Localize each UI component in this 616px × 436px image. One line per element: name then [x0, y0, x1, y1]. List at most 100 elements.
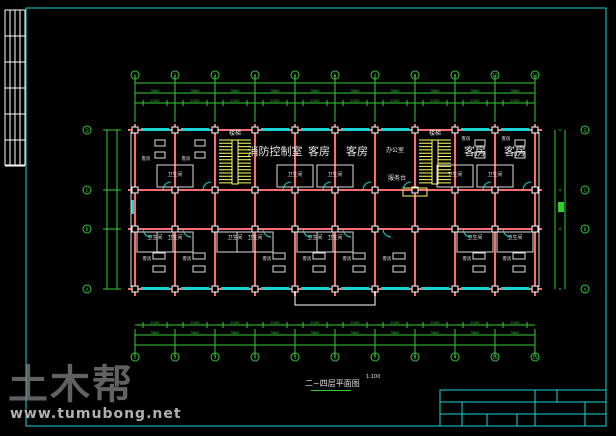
column — [491, 285, 499, 293]
dimension-text: 2100 — [151, 321, 160, 325]
bathroom-label: 卫生间 — [147, 234, 162, 241]
bed — [352, 252, 366, 260]
corridor-marker — [558, 202, 564, 212]
door-swing — [402, 181, 412, 191]
dimension-text: 2100 — [191, 99, 200, 103]
bed — [194, 151, 206, 159]
column — [211, 285, 219, 293]
dimension-text: 2100 — [231, 321, 240, 325]
bed — [472, 252, 486, 260]
dimension-text: 3600 — [351, 331, 360, 335]
column — [371, 126, 379, 134]
column — [371, 225, 379, 233]
axis-bubble — [82, 185, 92, 195]
bathroom-label: 卫生间 — [327, 234, 342, 241]
bathroom-label: 卫生间 — [167, 171, 182, 178]
window-bottom — [461, 287, 489, 290]
window-bottom — [381, 287, 409, 290]
axis-bubble — [130, 352, 140, 362]
guest-room-label-lower: 客房 — [343, 255, 352, 262]
title-block — [439, 389, 607, 427]
axis-bubble — [82, 224, 92, 234]
axis-bubble — [580, 284, 590, 294]
window-top — [501, 128, 529, 131]
column — [211, 225, 219, 233]
window-bottom — [221, 287, 249, 290]
dimension-text: 2100 — [391, 99, 400, 103]
dimension-text: 2100 — [391, 321, 400, 325]
guest-room-label-lower: 客房 — [503, 255, 512, 262]
column — [171, 285, 179, 293]
bed — [154, 139, 166, 147]
window-top — [181, 128, 209, 131]
dimension-text: 2100 — [271, 99, 280, 103]
room-label-upper: 客房 — [308, 144, 330, 158]
guest-room-label-lower: 客房 — [303, 255, 312, 262]
guest-room-label-lower: 客房 — [383, 255, 392, 262]
guest-room-label-upper: 客房 — [502, 135, 511, 142]
axis-bubble — [490, 70, 500, 80]
bathroom-lower — [456, 231, 494, 253]
bed — [352, 265, 366, 273]
service-desk-label: 服务台 — [388, 174, 406, 182]
door-swing — [202, 181, 212, 191]
bathroom-label: 卫生间 — [167, 234, 182, 241]
dimension-text: 2100 — [271, 321, 280, 325]
watermark-url: www.tumubong.net — [10, 406, 182, 422]
dimension-text: 2100 — [511, 99, 520, 103]
window-bottom — [421, 287, 449, 290]
dimension-text: 2100 — [471, 99, 480, 103]
stairs-label: 楼梯 — [429, 129, 441, 137]
bed — [514, 151, 526, 159]
column — [531, 285, 539, 293]
dimension-text: 2100 — [431, 321, 440, 325]
bathroom-upper — [156, 164, 194, 188]
corridor-window — [131, 200, 135, 214]
bathroom-upper — [276, 164, 314, 188]
column — [451, 285, 459, 293]
column — [531, 186, 539, 194]
dimension-text: 3600 — [311, 89, 320, 93]
window-bottom — [341, 287, 369, 290]
bathroom-label: 卫生间 — [327, 171, 342, 178]
column — [251, 285, 259, 293]
axis-label: 6 — [334, 355, 337, 360]
axis-bubble — [580, 224, 590, 234]
axis-bubble — [490, 352, 500, 362]
axis-bubble — [450, 70, 460, 80]
column — [211, 186, 219, 194]
window-top — [141, 128, 169, 131]
axis-label: 1 — [134, 355, 137, 360]
bathroom-label: 卫生间 — [507, 234, 522, 241]
bed — [194, 139, 206, 147]
door-swing — [142, 228, 152, 238]
dimension-text: 3600 — [191, 89, 200, 93]
door-swing — [362, 181, 372, 191]
axis-label: 9 — [454, 355, 457, 360]
drawing-title: 二~四层平面图 — [305, 379, 360, 388]
bathroom-label: 卫生间 — [247, 234, 262, 241]
column — [131, 186, 139, 194]
dimension-text: 2100 — [311, 321, 320, 325]
axis-bubble — [82, 125, 92, 135]
door-swing — [282, 181, 292, 191]
axis-label: D — [583, 128, 586, 133]
column — [291, 225, 299, 233]
bed — [512, 265, 526, 273]
column — [331, 225, 339, 233]
column — [451, 126, 459, 134]
axis-label: 1 — [134, 73, 137, 78]
bed — [312, 252, 326, 260]
door-swing — [262, 228, 272, 238]
dimension-text: 3600 — [351, 89, 360, 93]
door-swing — [182, 228, 192, 238]
axis-bubble — [130, 70, 140, 80]
bed — [474, 139, 486, 147]
axis-label: 2 — [174, 73, 177, 78]
service-desk — [402, 187, 428, 197]
dimension-text: 3600 — [191, 331, 200, 335]
axis-label: 6 — [334, 73, 337, 78]
axis-label: B — [584, 227, 587, 232]
title-underline — [311, 390, 351, 391]
bathroom-lower — [316, 231, 354, 253]
